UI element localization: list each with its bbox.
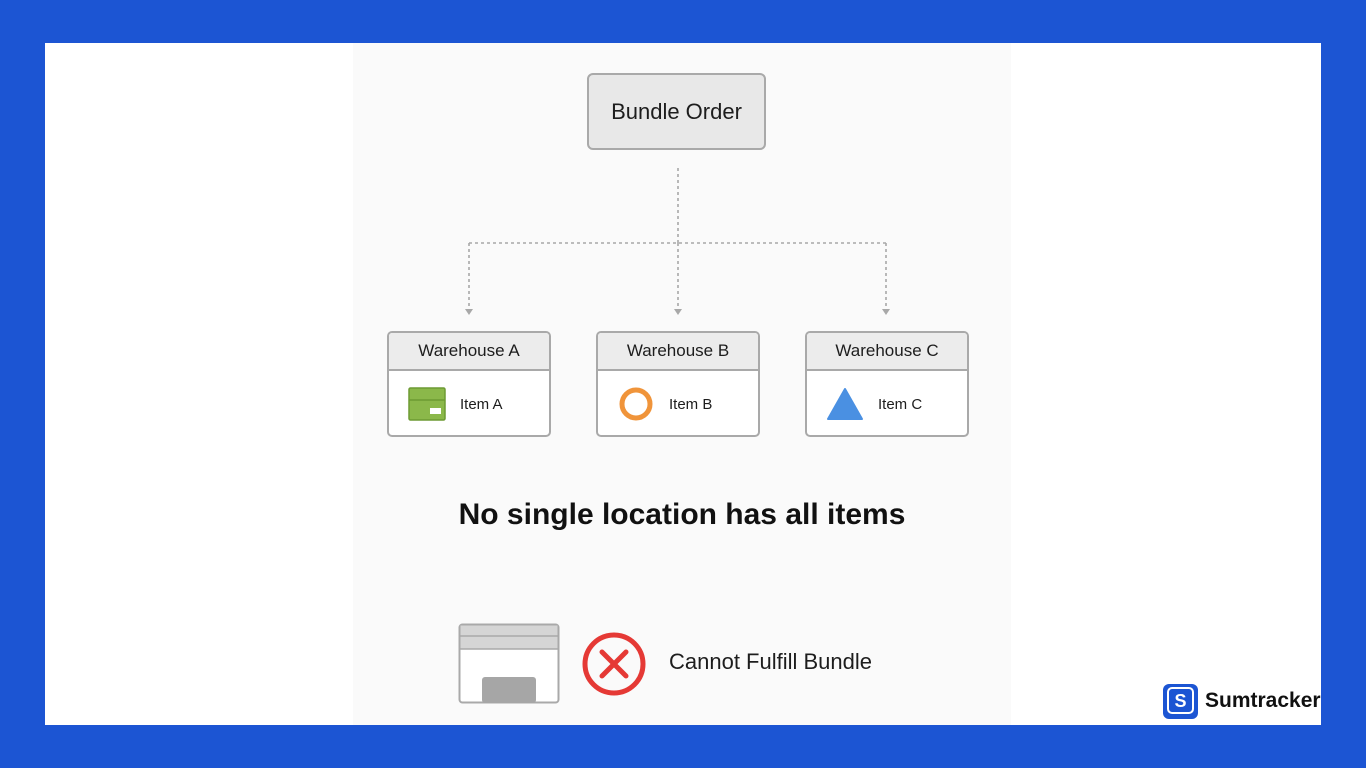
- bundle-order-label: Bundle Order: [611, 98, 742, 124]
- warehouse-a-header: Warehouse A: [389, 333, 549, 371]
- cannot-fulfill-text: Cannot Fulfill Bundle: [669, 649, 873, 674]
- sumtracker-logo: S Sumtracker: [1162, 682, 1321, 720]
- green-box-icon: [408, 386, 446, 422]
- sumtracker-logo-icon: S: [1163, 683, 1198, 719]
- warehouse-b-item: Item B: [669, 395, 713, 413]
- warehouse-b-node: Warehouse B Item B: [596, 331, 760, 437]
- warehouse-b-body: Item B: [598, 371, 758, 435]
- warehouse-c-name: Warehouse C: [835, 341, 939, 360]
- warehouse-c-node: Warehouse C Item C: [805, 331, 969, 437]
- brand-name: Sumtracker: [1205, 689, 1321, 712]
- bundle-order-node: Bundle Order: [587, 73, 766, 150]
- warehouse-a-name: Warehouse A: [418, 341, 520, 360]
- connector-lines: [465, 168, 890, 315]
- orange-ring-icon: [617, 386, 655, 422]
- package-icon: [458, 623, 560, 704]
- headline: No single location has all items: [458, 498, 906, 531]
- warehouse-a-item: Item A: [460, 395, 503, 413]
- warehouse-c-item: Item C: [878, 395, 923, 413]
- arrowhead-b: [674, 309, 682, 315]
- red-x-circle-icon: [582, 632, 646, 696]
- arrowhead-a: [465, 309, 473, 315]
- blue-triangle-icon: [826, 386, 864, 422]
- diagram-card: Bundle Order Warehouse A Item A Warehous…: [45, 43, 1321, 725]
- logo-initial: S: [1174, 691, 1186, 711]
- fulfillment-status: Cannot Fulfill Bundle: [458, 623, 958, 705]
- warehouse-a-node: Warehouse A Item A: [387, 331, 551, 437]
- arrowhead-c: [882, 309, 890, 315]
- warehouse-c-header: Warehouse C: [807, 333, 967, 371]
- warehouse-a-body: Item A: [389, 371, 549, 435]
- warehouse-b-header: Warehouse B: [598, 333, 758, 371]
- warehouse-b-name: Warehouse B: [626, 341, 730, 360]
- warehouse-c-body: Item C: [807, 371, 967, 435]
